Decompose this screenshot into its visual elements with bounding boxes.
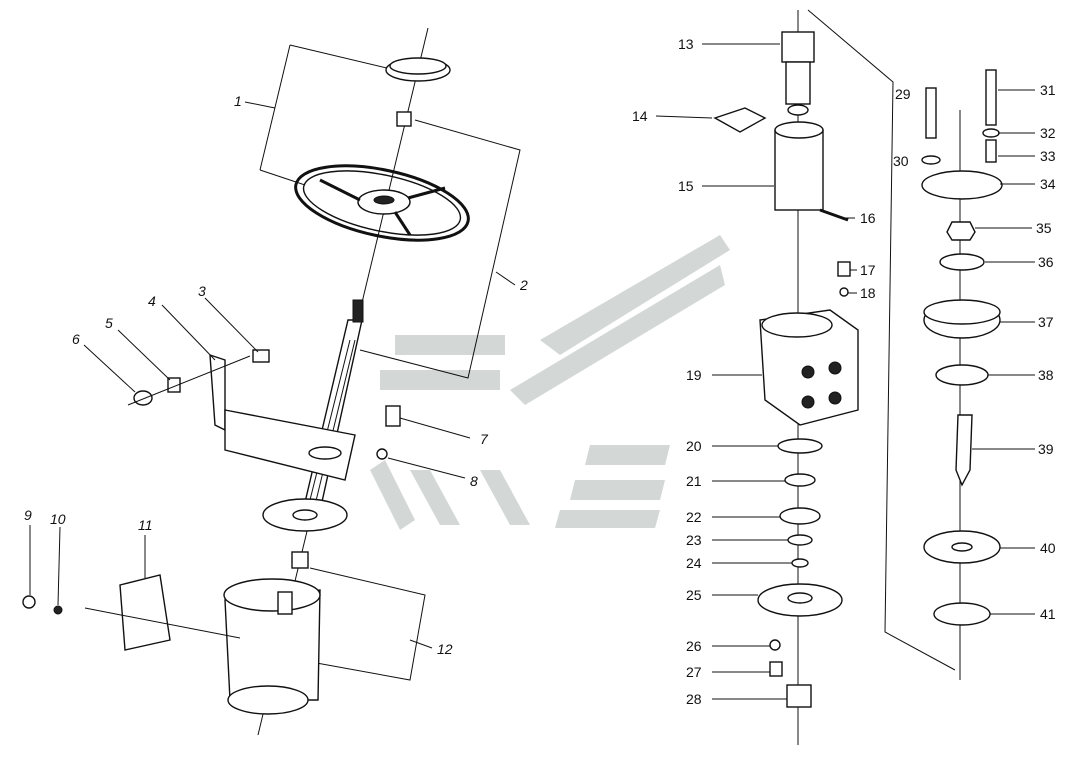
label-2: 2: [519, 277, 528, 293]
steering-pump: [223, 551, 321, 715]
washer-32: [982, 128, 1000, 138]
label-30: 30: [893, 153, 909, 169]
steering-shaft: [301, 299, 364, 521]
label-25: 25: [686, 587, 702, 603]
label-23: 23: [686, 532, 702, 548]
spline-shaft-13: [781, 31, 815, 63]
label-32: 32: [1040, 125, 1056, 141]
label-5: 5: [105, 315, 113, 331]
label-7: 7: [480, 431, 489, 447]
washer-8: [376, 448, 388, 460]
plate-34: [921, 170, 1003, 200]
washer-21: [784, 473, 816, 487]
plug-17: [837, 261, 851, 277]
nut-6: [133, 390, 153, 406]
label-14: 14: [632, 108, 648, 124]
label-4: 4: [148, 293, 156, 309]
ball-18: [839, 287, 849, 297]
watermark-logo: [370, 235, 730, 530]
label-24: 24: [686, 555, 702, 571]
link-14: [713, 107, 767, 133]
label-20: 20: [686, 438, 702, 454]
washer-26: [769, 639, 781, 651]
label-3: 3: [198, 283, 206, 299]
label-19: 19: [686, 367, 702, 383]
left-leaders: [29, 101, 516, 649]
ring-38: [935, 364, 989, 386]
label-22: 22: [686, 509, 702, 525]
sleeve-15: [774, 129, 824, 211]
bolt-9: [22, 595, 36, 609]
steering-nut: [396, 111, 412, 127]
ring-41: [933, 602, 991, 626]
label-35: 35: [1036, 220, 1052, 236]
label-15: 15: [678, 178, 694, 194]
label-21: 21: [686, 473, 702, 489]
ring-22: [779, 507, 821, 525]
hydraulic-unit-assembly: [713, 9, 1003, 745]
label-10: 10: [50, 511, 66, 527]
nut-28: [786, 684, 812, 708]
washer-10: [53, 605, 63, 615]
label-36: 36: [1038, 254, 1054, 270]
spacer-5: [167, 377, 181, 393]
label-33: 33: [1040, 148, 1056, 164]
plug-7: [385, 405, 401, 427]
ring-36: [939, 253, 985, 271]
label-12: 12: [437, 641, 453, 657]
mounting-bracket: [209, 354, 356, 481]
label-6: 6: [72, 331, 80, 347]
shaft-39: [955, 414, 973, 487]
steering-wheel: [294, 164, 470, 242]
label-9: 9: [24, 507, 32, 523]
bolt-3: [252, 349, 270, 363]
label-17: 17: [860, 262, 876, 278]
label-8: 8: [470, 473, 478, 489]
bolt-31: [985, 69, 997, 126]
label-13: 13: [678, 36, 694, 52]
right-labels: 13 14 15 16 17 18 19 20 21 22 23 24 25 2…: [632, 36, 1056, 707]
label-37: 37: [1038, 314, 1054, 330]
label-29: 29: [895, 86, 911, 102]
ring-23: [787, 534, 813, 546]
valve-block-11: [119, 574, 171, 651]
label-11: 11: [138, 517, 153, 533]
label-38: 38: [1038, 367, 1054, 383]
nut-35: [946, 221, 976, 241]
label-16: 16: [860, 210, 876, 226]
valve-housing-19: [759, 309, 859, 426]
screw-27: [769, 661, 783, 677]
ring-24: [791, 558, 809, 568]
left-labels: 1 2 3 4 5 6 7 8 9 10 11 12: [24, 93, 528, 657]
spring-33: [985, 139, 997, 163]
washer-30: [921, 155, 941, 165]
label-1: 1: [234, 93, 242, 109]
right-leaders: [655, 43, 1035, 700]
label-40: 40: [1040, 540, 1056, 556]
bolt-29: [925, 87, 937, 139]
label-39: 39: [1038, 441, 1054, 457]
label-31: 31: [1040, 82, 1056, 98]
steering-column-assembly: [22, 27, 521, 736]
label-34: 34: [1040, 176, 1056, 192]
label-27: 27: [686, 664, 702, 680]
label-26: 26: [686, 638, 702, 654]
label-41: 41: [1040, 606, 1056, 622]
label-18: 18: [860, 285, 876, 301]
label-28: 28: [686, 691, 702, 707]
plate-20: [777, 438, 823, 454]
